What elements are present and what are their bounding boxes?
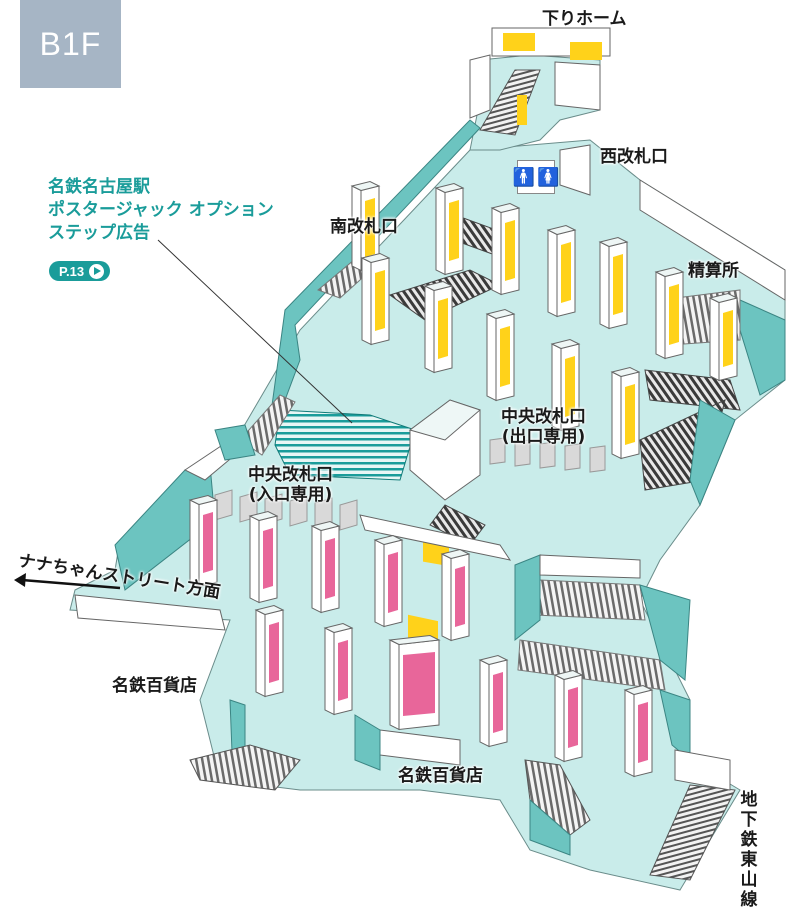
- escalator-east: [644, 369, 741, 411]
- pillar-yellow-ad: [610, 366, 641, 460]
- exit-gates: [489, 437, 606, 473]
- ad-yellow-platform-2: [570, 42, 602, 60]
- pillar-pink-ad: [254, 604, 285, 698]
- east-wall: [639, 179, 786, 301]
- stairs-southeast-1: [534, 579, 646, 621]
- pillar-yellow-ad: [546, 224, 577, 318]
- platform-wall-left: [469, 54, 491, 119]
- wall-se-top: [539, 554, 641, 579]
- floor-badge: B1F: [20, 0, 121, 88]
- escalator-bottom-right: [524, 759, 591, 836]
- ad-yellow-platform-1: [503, 33, 535, 51]
- label-meitetsu-dept-2: 名鉄百貨店: [398, 766, 483, 786]
- west-wall-lower: [114, 464, 216, 591]
- subway-wall: [674, 749, 731, 791]
- teal-wall-escalator: [529, 798, 571, 856]
- pillar-pink-ad: [440, 548, 471, 642]
- pillar-yellow-ad: [485, 308, 516, 402]
- escalator-bottom-left: [189, 744, 301, 791]
- escalator-west: [239, 394, 296, 456]
- restroom-icon: 🚹 🚺: [513, 160, 559, 194]
- pillar-pink-ad: [188, 494, 219, 588]
- page-reference-link[interactable]: P.13: [49, 261, 111, 281]
- pillar-yellow-ad: [434, 182, 465, 276]
- ad-yellow-stair: [517, 95, 527, 125]
- chevron-right-icon: [89, 263, 105, 279]
- subway-char: 線: [740, 890, 758, 910]
- pillar-yellow-ad: [598, 236, 629, 330]
- label-down-platform: 下りホーム: [542, 9, 627, 29]
- callout-leader-line: [157, 239, 353, 424]
- pillar-pink-ad: [388, 634, 441, 731]
- platform-wall-right: [554, 61, 601, 111]
- east-teal-wall-2: [689, 399, 736, 507]
- label-central-exit-line2: (出口専用): [501, 426, 586, 447]
- pillar-pink-ad: [310, 520, 341, 614]
- escalator-west-teal: [214, 424, 256, 461]
- pillar-pink-ad: [478, 654, 509, 748]
- callout-line-2: ポスタージャック オプション: [48, 200, 274, 220]
- pillar-pink-ad: [623, 684, 654, 778]
- pillar-pink-ad: [553, 669, 584, 763]
- label-central-exit: 中央改札口 (出口専用): [501, 407, 586, 447]
- label-central-entry-line1: 中央改札口: [248, 465, 333, 485]
- label-fare-adjust: 精算所: [688, 261, 739, 281]
- center-wall: [359, 514, 512, 561]
- platform-stairs: [479, 69, 541, 136]
- subway-char: 東: [740, 850, 758, 870]
- page-reference-label: P.13: [59, 263, 85, 279]
- subway-char: 地: [740, 790, 758, 810]
- pillar-yellow-ad: [490, 202, 521, 296]
- label-meitetsu-dept-1: 名鉄百貨店: [112, 676, 197, 696]
- man-icon: 🚹: [512, 166, 535, 188]
- callout-line-1: 名鉄名古屋駅: [48, 177, 150, 197]
- pillar-pink-ad: [323, 622, 354, 716]
- pillar-yellow-ad: [654, 266, 685, 360]
- subway-char: 山: [740, 870, 758, 890]
- entry-gates: [214, 489, 358, 531]
- callout-line-3: ステップ広告: [48, 223, 150, 243]
- pillar-yellow-ad: [360, 252, 391, 346]
- subway-char: 鉄: [740, 830, 758, 850]
- ad-callout: 名鉄名古屋駅 ポスタージャック オプション ステップ広告: [48, 176, 274, 245]
- featured-stairs: [274, 409, 416, 481]
- pillar-pink-ad: [248, 510, 279, 604]
- label-subway-line: 地 下 鉄 東 山 線: [738, 790, 760, 910]
- pillar-yellow-ad: [708, 292, 739, 382]
- pillar-yellow-ad: [350, 180, 381, 272]
- label-south-gate: 南改札口: [330, 217, 398, 237]
- pillar-pink-ad: [373, 534, 404, 628]
- teal-wall-bottom: [354, 714, 381, 771]
- teal-wall-se-2: [514, 554, 541, 642]
- stairs-southeast-2: [517, 639, 666, 691]
- teal-wall-se: [639, 584, 691, 681]
- pillar-yellow-ad: [550, 338, 581, 432]
- woman-icon: 🚺: [537, 166, 560, 188]
- pillar-yellow-ad: [423, 280, 454, 374]
- subway-char: 下: [740, 810, 758, 830]
- label-central-entry: 中央改札口 (入口専用): [248, 465, 333, 505]
- west-gate-wall: [559, 144, 591, 196]
- label-central-entry-line2: (入口専用): [248, 484, 333, 505]
- arrow-left-icon: [14, 573, 121, 590]
- central-block-top: [408, 399, 481, 441]
- label-west-gate: 西改札口: [600, 147, 668, 167]
- label-central-exit-line1: 中央改札口: [501, 407, 586, 427]
- meitetsu-wall-left: [74, 594, 226, 631]
